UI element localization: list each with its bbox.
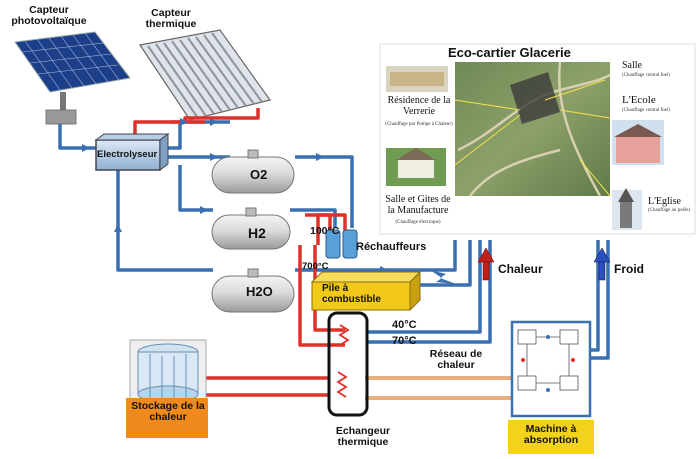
thermal-collector-icon bbox=[138, 29, 272, 121]
heat-storage-icon bbox=[126, 339, 208, 438]
map-ecole-label: L'Ecole bbox=[622, 94, 656, 106]
heat-label: Chaleur bbox=[498, 262, 543, 276]
tank-h2-icon bbox=[211, 207, 291, 250]
map-ecole-note: (Chauffage central fuel) bbox=[622, 108, 670, 113]
tank-o2-icon bbox=[211, 149, 295, 194]
storage-label: Stockage de la chaleur bbox=[131, 400, 205, 424]
temp-70-label: 70°C bbox=[392, 335, 417, 347]
temp-700-label: 700°C bbox=[302, 261, 329, 272]
heat-exchanger-icon bbox=[327, 311, 369, 417]
tank-h2-label: H2 bbox=[248, 225, 266, 241]
tank-h2o-label: H2O bbox=[246, 284, 273, 299]
map-salle-gites-label: Salle et Gites de la Manufacture bbox=[385, 194, 451, 216]
map-title: Eco-cartier Glacerie bbox=[448, 45, 571, 60]
fuel-cell-label: Pile à combustible bbox=[322, 283, 381, 305]
tank-h2o-icon bbox=[211, 268, 295, 313]
map-salle-gites-note: (Chauffage électrique) bbox=[395, 220, 441, 225]
absorption-machine-icon bbox=[508, 320, 594, 454]
fuel-cell-icon bbox=[310, 270, 422, 312]
absorption-label: Machine à absorption bbox=[523, 423, 579, 447]
exchanger-label: Echangeur thermique bbox=[335, 425, 391, 449]
electrolyser-icon bbox=[94, 133, 170, 171]
map-residence-label: Résidence de la Verrerie bbox=[387, 95, 451, 117]
map-salle-note: (Chauffage central fuel) bbox=[622, 73, 670, 78]
map-eglise-label: L'Eglise bbox=[648, 196, 681, 207]
thermal-panel-label: Capteur thermique bbox=[145, 7, 197, 31]
map-eglise-note: (Chauffage au poêle) bbox=[648, 208, 691, 213]
cold-up-arrow-icon bbox=[593, 247, 611, 281]
pv-panel-icon bbox=[14, 31, 131, 125]
temp-40-label: 40°C bbox=[392, 319, 417, 331]
heaters-label: Réchauffeurs bbox=[356, 241, 427, 253]
heat-network-label: Réseau de chaleur bbox=[429, 348, 483, 372]
electrolyser-label: Electrolyseur bbox=[97, 149, 158, 160]
pv-panel-label: Capteur photovoltaïque bbox=[11, 4, 87, 28]
heat-up-arrow-icon bbox=[477, 247, 495, 281]
map-salle-label: Salle bbox=[622, 60, 642, 71]
thermal-arrow-icon bbox=[180, 118, 188, 126]
cold-pipes bbox=[58, 120, 610, 360]
heaters-icon bbox=[325, 229, 358, 259]
map-residence-note: (Chauffage par Pompe à Chaleur) bbox=[385, 122, 453, 127]
temp-100-label: 100°C bbox=[310, 225, 340, 237]
map-inset bbox=[379, 43, 696, 235]
lightning-icon bbox=[430, 270, 456, 284]
cold-label: Froid bbox=[614, 262, 644, 276]
tank-o2-label: O2 bbox=[250, 167, 268, 182]
warm-pipes bbox=[365, 376, 515, 400]
